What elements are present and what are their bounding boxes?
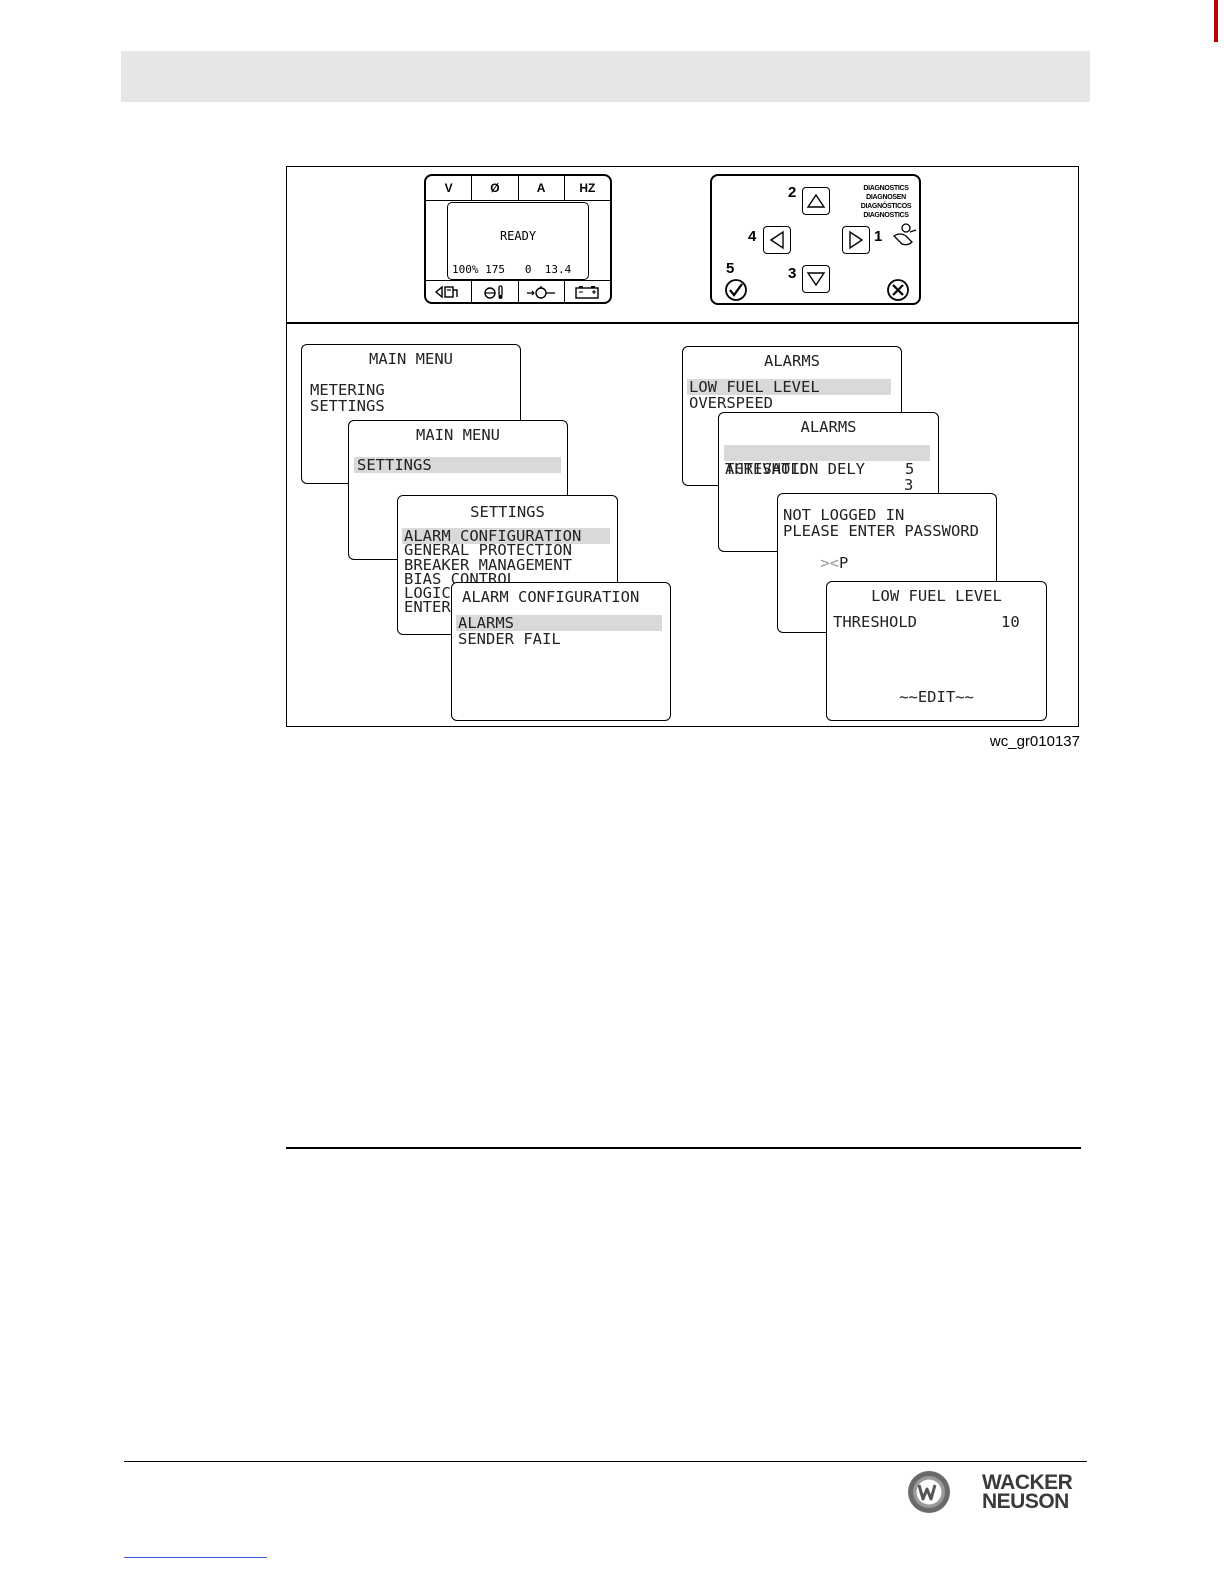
lcd-readout: 100% 175 0 13.4 xyxy=(452,263,572,276)
display-footer-icons xyxy=(426,281,610,302)
menu-item-alarms-selected: ALARMS xyxy=(456,615,662,631)
menu-item-low-fuel-level-selected: LOW FUEL LEVEL xyxy=(687,379,891,395)
lcd-screen: READY 100% 175 0 13.4 xyxy=(447,202,589,280)
screen-title: SETTINGS xyxy=(470,503,545,521)
triangle-up-icon xyxy=(806,193,826,208)
activation-delay-label: ACTIVATION DELY xyxy=(725,460,865,478)
figure-frame xyxy=(286,166,1079,727)
lcd-status-text: READY xyxy=(499,229,537,243)
controller-display-panel: V Ø A HZ READY 100% 175 0 13.4 xyxy=(424,174,612,304)
figure-caption: wc_gr010137 xyxy=(989,733,1080,750)
section-rule xyxy=(286,1147,1081,1149)
password-entry[interactable]: ><P xyxy=(783,539,848,587)
figure-divider xyxy=(286,322,1079,324)
oil-pressure-icon xyxy=(519,281,565,302)
diagnostics-icon[interactable] xyxy=(890,222,918,253)
key-number-left: 4 xyxy=(748,228,757,245)
menu-item-settings: SETTINGS xyxy=(310,397,385,415)
page-edge-marker xyxy=(1214,0,1218,42)
menu-item-alarm-configuration-selected: ALARM CONFIGURATION xyxy=(402,528,610,544)
threshold-label: THRESHOLD xyxy=(833,613,917,631)
right-arrow-button[interactable] xyxy=(842,226,870,254)
edit-mode-indicator: ~~EDIT~~ xyxy=(899,688,974,706)
wacker-neuson-logo-icon xyxy=(906,1469,952,1515)
hertz-label: HZ xyxy=(579,181,596,195)
enter-check-button[interactable] xyxy=(724,278,748,307)
phase-label: Ø xyxy=(472,176,519,200)
key-number-down: 3 xyxy=(788,265,797,282)
down-arrow-button[interactable] xyxy=(802,265,830,293)
controller-keypad: 2 DIAGNOSTICS DIAGNOSEN DIAGNÓSTICOS DIA… xyxy=(710,174,921,305)
screen-title: ALARMS xyxy=(800,418,857,436)
threshold-value: 10 xyxy=(1001,613,1020,631)
amps-label: A xyxy=(519,176,565,200)
screen-title: MAIN MENU xyxy=(416,426,500,444)
menu-item-metering: METERING xyxy=(310,381,385,399)
fuel-level-icon xyxy=(426,281,473,302)
battery-icon xyxy=(565,281,610,302)
menu-item-general-protection: GENERAL PROTECTION xyxy=(404,541,572,559)
menu-item-enter: ENTER xyxy=(404,598,451,616)
cancel-button[interactable] xyxy=(886,278,910,307)
screen-alarm-configuration: ALARM CONFIGURATION ALARMS SENDER FAIL xyxy=(451,582,671,721)
menu-item-settings-selected: SETTINGS xyxy=(354,457,561,473)
display-header-divider xyxy=(426,200,610,201)
oil-temperature-icon xyxy=(472,281,519,302)
diagnostics-label: DIAGNOSTICS DIAGNOSEN DIAGNÓSTICOS DIAGN… xyxy=(860,185,912,219)
checkmark-icon xyxy=(725,279,747,301)
login-instruction-text: PLEASE ENTER PASSWORD xyxy=(783,522,979,540)
close-icon xyxy=(887,279,909,301)
display-footer-divider xyxy=(426,280,610,281)
triangle-left-icon xyxy=(769,230,784,250)
key-number-enter: 5 xyxy=(726,260,735,277)
menu-item-sender-fail: SENDER FAIL xyxy=(458,630,561,648)
login-status-text: NOT LOGGED IN xyxy=(783,506,905,524)
screen-title: ALARMS xyxy=(764,352,820,370)
activation-delay-value: 5 xyxy=(905,460,915,478)
key-number-up: 2 xyxy=(788,184,797,201)
menu-item-breaker-management: BREAKER MANAGEMENT xyxy=(404,556,572,574)
footer-rule xyxy=(124,1461,1087,1462)
screen-title: ALARM CONFIGURATION xyxy=(462,588,640,606)
screen-low-fuel-level: LOW FUEL LEVEL THRESHOLD 10 ~~EDIT~~ xyxy=(826,581,1047,721)
threshold-value: 3 xyxy=(904,476,914,494)
threshold-row-selected: THRESHOLD 3 xyxy=(724,445,930,493)
brand-logo-text: WACKER NEUSON xyxy=(982,1471,1073,1513)
voltage-label: V xyxy=(426,176,473,200)
password-cursor: >< xyxy=(820,554,839,572)
footer-link-underline xyxy=(124,1557,267,1558)
triangle-down-icon xyxy=(806,272,826,287)
left-arrow-button[interactable] xyxy=(763,226,791,254)
password-value: P xyxy=(839,554,849,572)
threshold-label: THRESHOLD xyxy=(725,460,809,478)
menu-item-logic: LOGIC xyxy=(404,584,451,602)
triangle-right-icon xyxy=(849,230,864,250)
display-header-row: V Ø A HZ xyxy=(426,176,610,200)
page-header-bar xyxy=(121,51,1090,102)
screen-title: MAIN MENU xyxy=(369,350,453,368)
menu-item-overspeed: OVERSPEED xyxy=(689,394,773,412)
key-number-right: 1 xyxy=(874,228,883,245)
up-arrow-button[interactable] xyxy=(802,187,830,215)
screen-title: LOW FUEL LEVEL xyxy=(871,587,1002,605)
